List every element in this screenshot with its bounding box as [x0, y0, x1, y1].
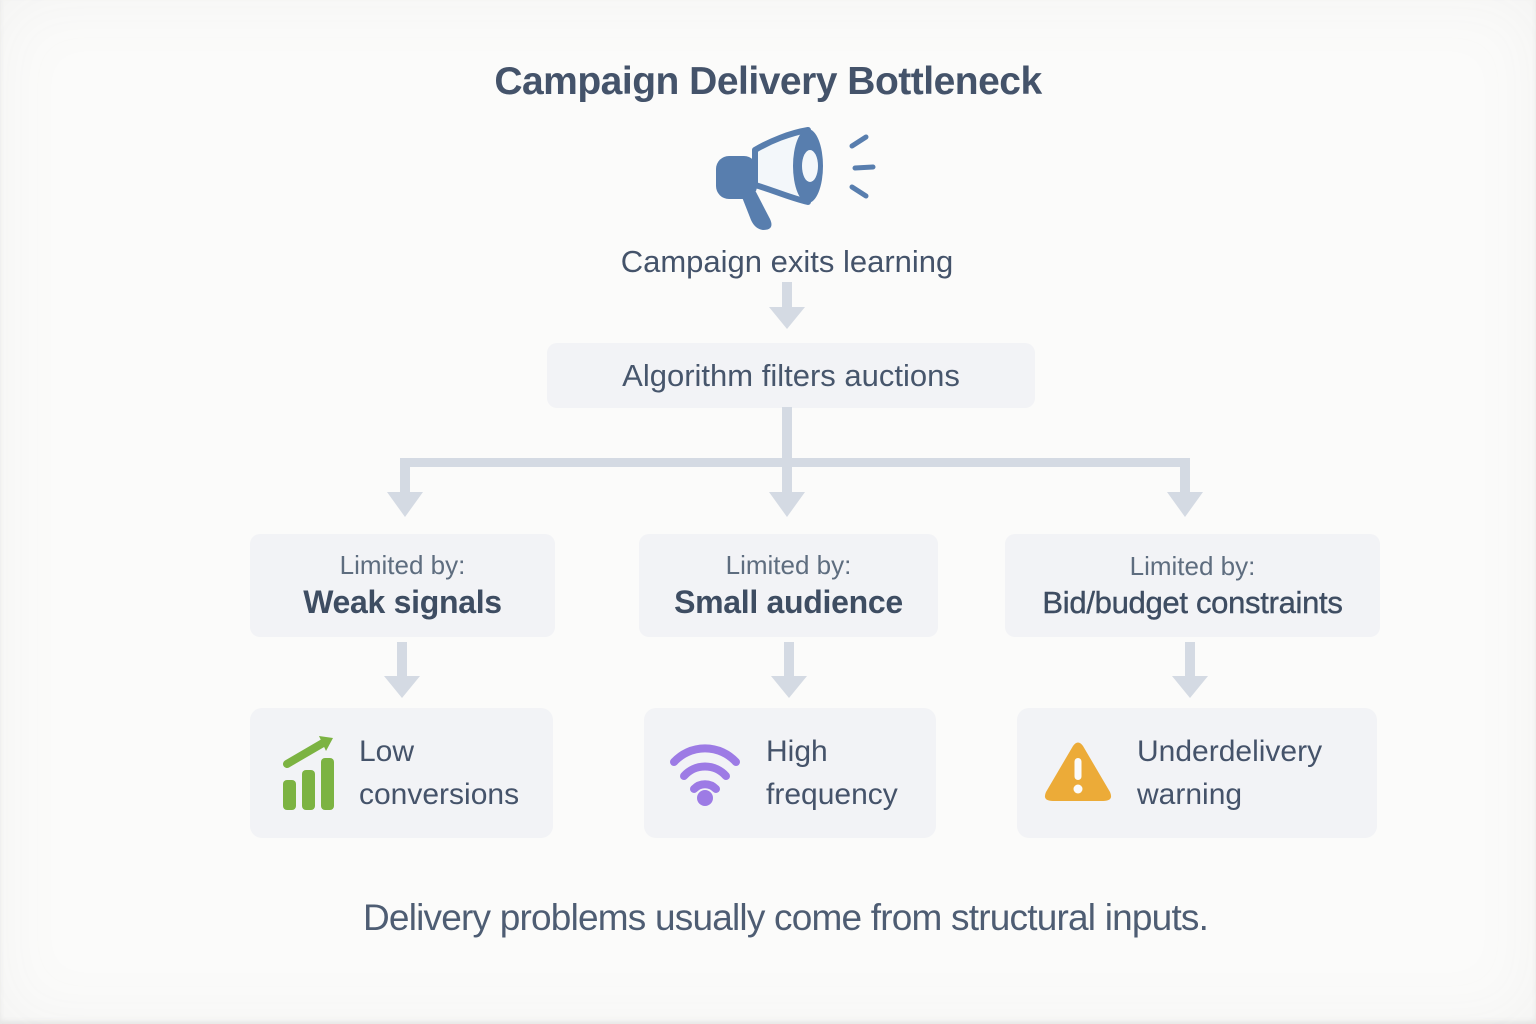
- limit-value: Weak signals: [303, 584, 502, 620]
- branch-connector: [387, 407, 1203, 517]
- warning-triangle-icon: [1044, 742, 1112, 801]
- outcome-box-high-frequency: High frequency: [644, 708, 936, 838]
- arrow-down-branch-3: [1172, 642, 1208, 698]
- limit-label: Limited by:: [339, 550, 466, 580]
- wifi-icon: [670, 744, 740, 806]
- arrow-down-branch-1: [384, 642, 420, 698]
- page-title: Campaign Delivery Bottleneck: [494, 60, 1042, 103]
- bar-chart-growth-icon: [283, 736, 334, 810]
- arrow-down-branch-2: [771, 642, 807, 698]
- flow-arrow-trigger-to-gate: [769, 282, 805, 329]
- outcome-label: Underdelivery warning: [1137, 735, 1323, 811]
- limit-box-small-audience: Limited by: Small audience: [639, 534, 938, 637]
- outcome-box-underdelivery: Underdelivery warning: [1017, 708, 1377, 838]
- limit-label: Limited by:: [1129, 550, 1256, 581]
- outcome-label: High frequency: [766, 735, 898, 811]
- gate-label: Algorithm filters auctions: [622, 357, 960, 393]
- limit-box-bid-budget: Limited by: Bid/budget constraints: [1005, 534, 1380, 637]
- outcome-label: Low conversions: [359, 735, 520, 811]
- limit-value: Bid/budget constraints: [1042, 584, 1343, 620]
- limit-label: Limited by:: [725, 550, 852, 580]
- limit-box-weak-signals: Limited by: Weak signals: [250, 534, 555, 637]
- gate-box: Algorithm filters auctions: [547, 343, 1035, 408]
- megaphone-icon: [716, 127, 876, 230]
- limit-value: Small audience: [674, 584, 903, 620]
- trigger-label: Campaign exits learning: [620, 244, 954, 279]
- footer-caption: Delivery problems usually come from stru…: [363, 897, 1209, 938]
- outcome-box-low-conversions: Low conversions: [250, 708, 553, 838]
